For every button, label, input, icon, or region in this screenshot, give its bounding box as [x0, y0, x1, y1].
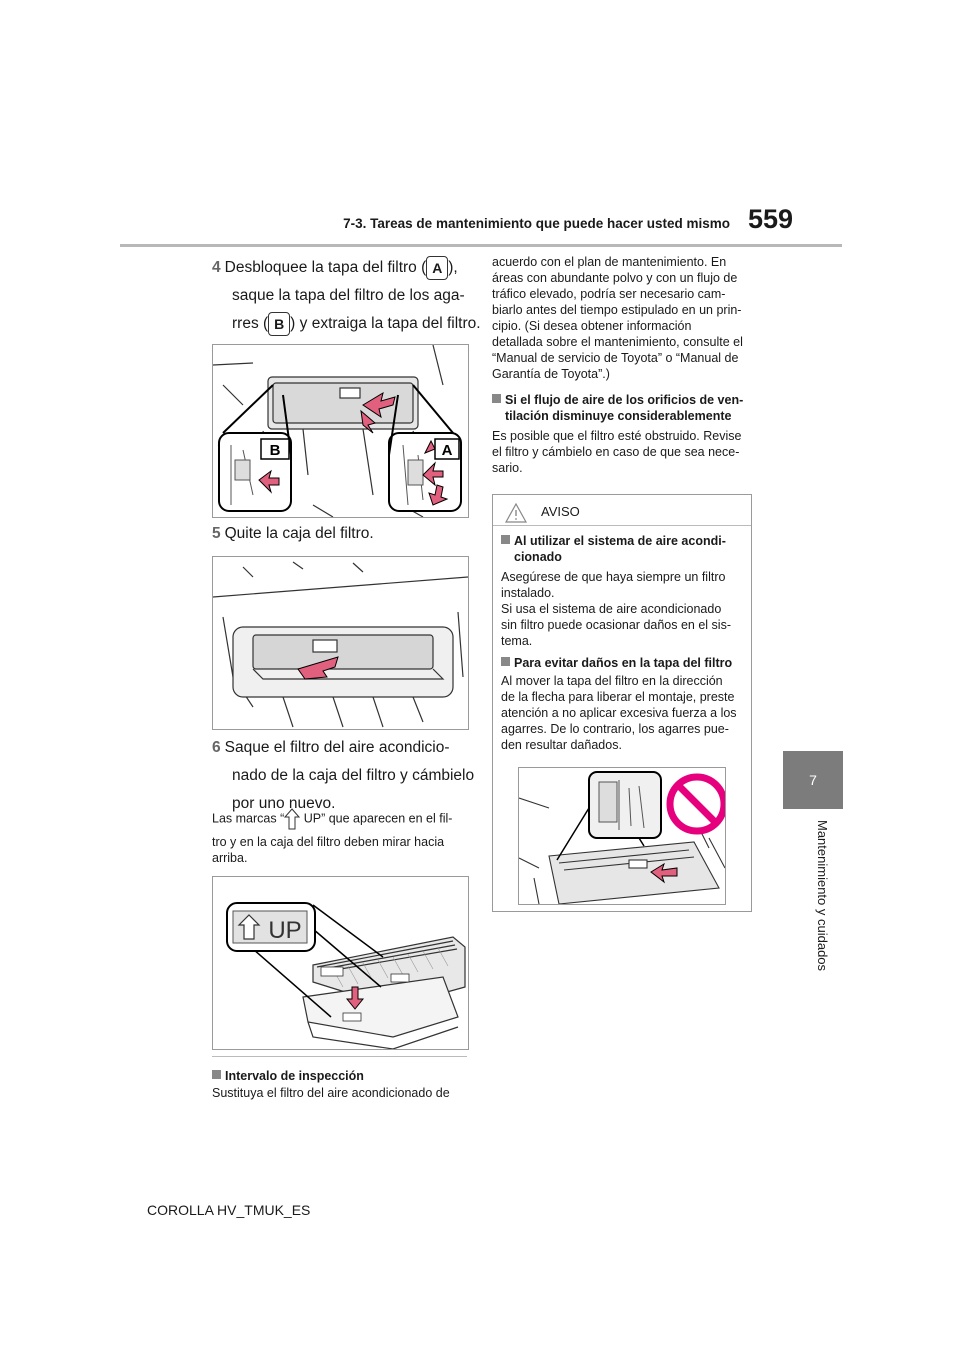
square-bullet-icon	[501, 535, 510, 544]
square-bullet-icon	[492, 394, 501, 403]
page-number: 559	[748, 204, 794, 234]
paragraph-line: agarres. De lo contrario, los agarres pu…	[501, 722, 729, 736]
up-marks-note: Las marcas “ UP” que aparecen en el fil-…	[212, 808, 467, 866]
notice-heading-ac: Al utilizar el sistema de aire acondi- c…	[501, 533, 747, 565]
paragraph-line: instalado.	[501, 586, 555, 600]
label-a-box: A	[426, 255, 449, 280]
step-text: Quite la caja del filtro.	[224, 525, 374, 542]
inspection-heading: Intervalo de inspección	[212, 1068, 472, 1084]
step-text: nado de la caja del filtro y cámbielo	[232, 767, 475, 784]
paragraph-line: sin filtro puede ocasionar daños en el s…	[501, 618, 731, 632]
square-bullet-icon	[212, 1070, 221, 1079]
footer-model-code: COROLLA HV_TMUK_ES	[147, 1202, 311, 1218]
step-text: por uno nuevo.	[232, 795, 336, 812]
paragraph-line: Asegúrese de que haya siempre un filtro	[501, 570, 726, 584]
paragraph-line: áreas con abundante polvo y con un flujo…	[492, 271, 738, 285]
inspection-text-start: Sustituya el filtro del aire acondiciona…	[212, 1086, 450, 1100]
paragraph-line: atención a no aplicar excesiva fuerza a …	[501, 706, 737, 720]
callout-a-label: A	[442, 442, 453, 459]
step-number: 4	[212, 259, 221, 276]
divider	[212, 1056, 467, 1057]
chapter-number: 7	[809, 772, 817, 788]
section-title: 7-3. Tareas de mantenimiento que puede h…	[343, 216, 730, 231]
figure-filter-cover: B A	[212, 344, 469, 518]
chapter-tab: 7	[783, 751, 843, 809]
paragraph-line: Al mover la tapa del filtro en la direcc…	[501, 674, 723, 688]
paragraph-line: el filtro y cámbielo en caso de que sea …	[492, 445, 740, 459]
notice-title: AVISO	[541, 504, 580, 519]
step-text: rres (	[232, 315, 269, 332]
chapter-title: Mantenimiento y cuidados	[815, 820, 830, 972]
paragraph-line: biarlo antes del tiempo estipulado en un…	[492, 303, 742, 317]
label-b-box: B	[268, 311, 291, 336]
prohibition-icon	[666, 773, 725, 835]
paragraph-line: detallada sobre el mantenimiento, consul…	[492, 335, 743, 349]
airflow-text: Es posible que el filtro esté obstruido.…	[492, 428, 754, 476]
callout-a	[434, 438, 460, 460]
callout-b-label: B	[270, 442, 281, 459]
step-text: saque la tapa del filtro de los aga-	[232, 287, 465, 304]
callout-b	[260, 438, 290, 460]
square-bullet-icon	[501, 657, 510, 666]
paragraph-line: cipio. (Si desea obtener información	[492, 319, 692, 333]
chapter-side-label: Mantenimiento y cuidados	[812, 820, 832, 980]
up-arrow-icon	[284, 808, 301, 830]
note-text: UP” que aparecen en el fil-	[300, 811, 453, 826]
step-text: Saque el filtro del aire acondicio-	[224, 739, 450, 756]
inspection-text-continued: acuerdo con el plan de mantenimiento. En…	[492, 254, 754, 382]
paragraph-line: Garantía de Toyota”.)	[492, 367, 610, 381]
step-text: Desbloquee la tapa del filtro (	[224, 259, 427, 276]
up-mark-label: UP	[268, 917, 301, 944]
figure-no-force	[518, 767, 726, 905]
step-text: ),	[448, 259, 458, 276]
figure-up-marks: UP	[212, 876, 469, 1050]
notice-box: AVISO Al utilizar el sistema de aire aco…	[492, 494, 752, 912]
header-divider	[120, 244, 842, 247]
notice-text-cover: Al mover la tapa del filtro en la direcc…	[501, 673, 747, 753]
step-number: 5	[212, 525, 221, 542]
paragraph-line: de la flecha para liberar el montaje, pr…	[501, 690, 735, 704]
notice-text-ac: Asegúrese de que haya siempre un filtro …	[501, 569, 747, 649]
note-text: tro y en la caja del filtro deben mirar …	[212, 835, 445, 849]
notice-heading-cover: Para evitar daños en la tapa del filtro	[501, 655, 747, 671]
warning-icon	[504, 502, 528, 528]
note-text: Las marcas “	[212, 811, 285, 826]
paragraph-line: tráfico elevado, podría ser necesario ca…	[492, 287, 726, 301]
notice-divider	[493, 525, 751, 526]
paragraph-line: acuerdo con el plan de mantenimiento. En	[492, 255, 727, 269]
airflow-heading: Si el flujo de aire de los orificios de …	[492, 392, 754, 424]
paragraph-line: tema.	[501, 634, 533, 648]
step-number: 6	[212, 739, 221, 756]
note-text: arriba.	[212, 851, 248, 865]
paragraph-line: den resultar dañados.	[501, 738, 622, 752]
figure-filter-case	[212, 556, 469, 730]
step-text: ) y extraiga la tapa del filtro.	[290, 315, 481, 332]
paragraph-line: sario.	[492, 461, 523, 475]
paragraph-line: Si usa el sistema de aire acondicionado	[501, 602, 722, 616]
paragraph-line: “Manual de servicio de Toyota” o “Manual…	[492, 351, 739, 365]
paragraph-line: Es posible que el filtro esté obstruido.…	[492, 429, 742, 443]
